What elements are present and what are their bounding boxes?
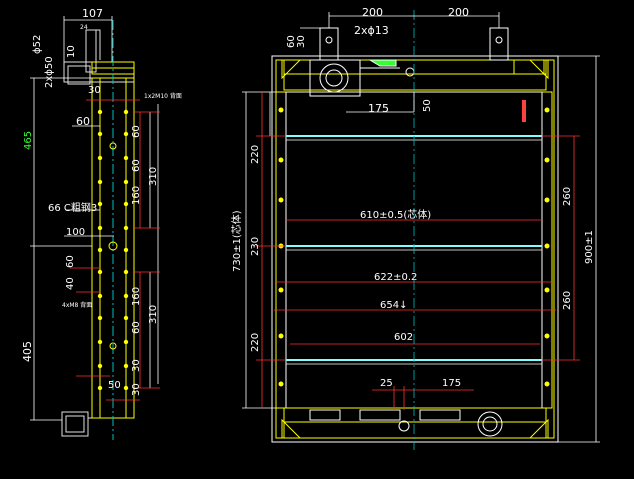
dim-60-c: 60 [131, 159, 142, 172]
dim-602: 602 [394, 332, 413, 343]
dim-phi52: ϕ52 [32, 35, 43, 54]
dim-30-a: 30 [131, 359, 142, 372]
side-view-body [91, 20, 135, 440]
dim-50: 50 [108, 380, 121, 391]
dim-175-top: 175 [368, 102, 389, 115]
dim-160-b: 160 [131, 287, 142, 306]
front-view-top-tank [281, 59, 549, 91]
front-view-dimension-lines [242, 12, 600, 443]
dim-2x-phi13: 2xϕ13 [354, 24, 389, 37]
dim-260-a: 260 [562, 187, 573, 206]
front-view-outer-frame [271, 55, 559, 443]
dim-30-b: 30 [131, 383, 142, 396]
dim-107: 107 [82, 7, 103, 20]
front-view: 200 200 60 30 2xϕ13 175 50 220 230 220 7… [230, 6, 600, 450]
side-view-bottom-outlet [61, 411, 92, 437]
side-view-dimension-lines-red [70, 99, 160, 401]
note-bottom: 4xM8 背面 [62, 301, 92, 309]
dim-60-b: 60 [131, 125, 142, 138]
dim-220-top: 220 [250, 145, 261, 164]
dim-465: 465 [23, 131, 34, 150]
dim-200-b: 200 [448, 6, 469, 19]
dim-310-a: 310 [148, 167, 159, 186]
dim-60-front: 60 [286, 35, 297, 48]
dim-100: 100 [66, 227, 85, 238]
note-top: 1x2M10 背面 [144, 92, 182, 100]
dim-60-e: 60 [131, 321, 142, 334]
dim-2x-phi50: 2xϕ50 [44, 56, 55, 88]
dim-25: 25 [380, 378, 393, 389]
dim-622: 622±0.2 [374, 272, 417, 283]
dim-175-bot: 175 [442, 378, 461, 389]
side-view-dimension-lines [30, 16, 159, 421]
front-view-bottom-tank [281, 407, 549, 439]
dim-260-b: 260 [562, 291, 573, 310]
dim-160-a: 160 [131, 186, 142, 205]
dim-60-a: 60 [76, 115, 90, 128]
dim-60-d: 60 [65, 255, 76, 268]
dim-10: 10 [66, 45, 77, 58]
dim-40: 40 [65, 277, 76, 290]
front-view-dimension-lines-red [256, 92, 580, 410]
dim-50-front: 50 [422, 99, 433, 112]
dim-230: 230 [250, 237, 261, 256]
dim-610: 610±0.5(芯体) [360, 208, 431, 221]
dim-200-a: 200 [362, 6, 383, 19]
front-view-inlet [309, 59, 415, 97]
dim-654: 654↓ [380, 300, 407, 311]
dim-30-front: 30 [296, 35, 307, 48]
side-view: 107 ϕ52 2xϕ50 10 24 30 465 405 60 60 60 … [21, 7, 182, 440]
dim-66: 66 C粗钢3 [48, 201, 97, 214]
dim-405: 405 [21, 341, 34, 362]
dim-30-top: 30 [88, 85, 101, 96]
dim-730: 730±1(芯体) [230, 210, 243, 272]
side-view-bolt-holes [97, 109, 129, 391]
front-view-bottom-outlet [309, 409, 503, 437]
front-view-side-plates [275, 59, 555, 439]
dim-900: 900±1 [584, 230, 595, 264]
side-view-center-bolts [108, 142, 118, 350]
dim-24: 24 [80, 24, 88, 31]
front-view-level-indicator [522, 100, 526, 122]
dim-310-b: 310 [148, 305, 159, 324]
dim-220-bot: 220 [250, 333, 261, 352]
